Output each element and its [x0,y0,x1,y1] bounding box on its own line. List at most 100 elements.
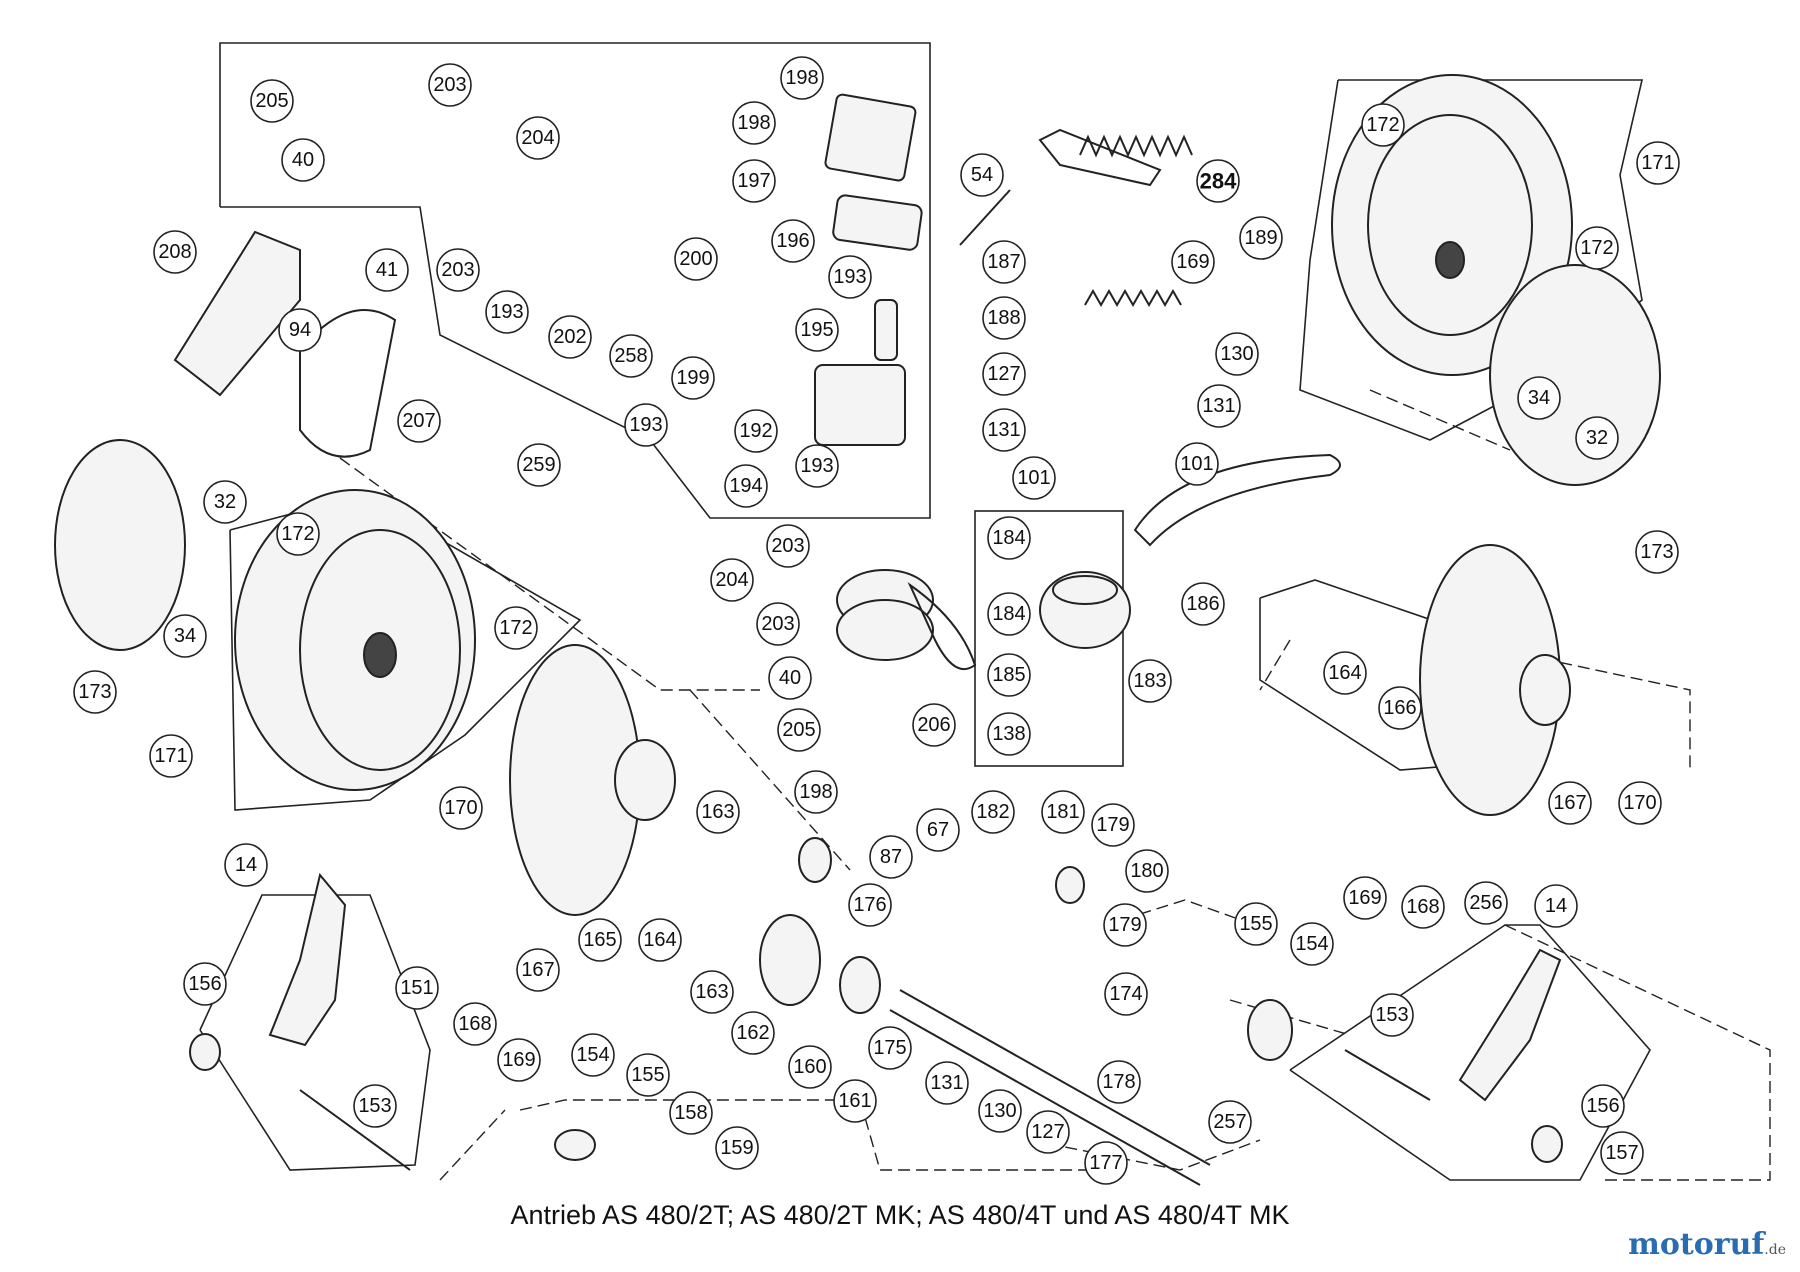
callout-203: 203 [428,63,472,107]
callout-194: 194 [724,464,768,508]
callout-87: 87 [869,835,913,879]
callout-153: 153 [353,1084,397,1128]
svg-text:127: 127 [987,363,1020,385]
svg-text:203: 203 [771,535,804,557]
svg-text:156: 156 [188,973,221,995]
svg-text:184: 184 [992,527,1025,549]
callout-186: 186 [1181,582,1225,626]
svg-text:34: 34 [174,625,196,647]
callout-40: 40 [281,138,325,182]
svg-text:94: 94 [289,319,311,341]
brand-logo[interactable]: motoruf.de [1628,1227,1786,1262]
callout-193: 193 [795,444,839,488]
callout-256: 256 [1464,881,1508,925]
svg-text:196: 196 [776,230,809,252]
callout-32: 32 [203,480,247,524]
svg-text:172: 172 [499,617,532,639]
svg-text:184: 184 [992,603,1025,625]
svg-text:14: 14 [235,854,257,876]
svg-text:159: 159 [720,1137,753,1159]
callout-178: 178 [1097,1060,1141,1104]
callout-193: 193 [828,255,872,299]
callout-155: 155 [1234,902,1278,946]
callout-183: 183 [1128,659,1172,703]
gearbox [814,364,906,446]
lever-256 [1458,948,1562,1102]
callout-192: 192 [734,409,778,453]
callout-168: 168 [1401,885,1445,929]
callout-193: 193 [624,403,668,447]
callout-197: 197 [732,159,776,203]
svg-text:180: 180 [1130,860,1163,882]
svg-text:131: 131 [987,419,1020,441]
callout-167: 167 [516,948,560,992]
svg-text:167: 167 [1553,792,1586,814]
svg-text:202: 202 [553,326,586,348]
callout-162: 162 [731,1011,775,1055]
callout-170: 170 [439,786,483,830]
svg-text:203: 203 [433,74,466,96]
callout-131: 131 [925,1061,969,1105]
svg-text:173: 173 [78,681,111,703]
svg-text:54: 54 [971,164,993,186]
svg-text:284: 284 [1200,169,1237,194]
callout-203: 203 [766,524,810,568]
svg-text:186: 186 [1186,593,1219,615]
svg-text:169: 169 [1176,251,1209,273]
callout-284: 284 [1196,159,1240,203]
svg-text:197: 197 [737,170,770,192]
callout-173: 173 [1635,530,1679,574]
svg-text:170: 170 [1623,792,1656,814]
callout-203: 203 [436,248,480,292]
callout-67: 67 [916,808,960,852]
callout-164: 164 [638,918,682,962]
callout-163: 163 [690,970,734,1014]
callout-172: 172 [276,512,320,556]
callout-161: 161 [833,1079,877,1123]
svg-text:193: 193 [490,301,523,323]
svg-text:165: 165 [583,929,616,951]
callout-205: 205 [250,79,294,123]
callout-202: 202 [548,315,592,359]
svg-text:151: 151 [400,977,433,999]
svg-text:198: 198 [737,112,770,134]
callout-127: 127 [1026,1110,1070,1154]
svg-text:259: 259 [522,454,555,476]
callout-179: 179 [1103,903,1147,947]
callout-165: 165 [578,918,622,962]
svg-text:185: 185 [992,664,1025,686]
svg-text:187: 187 [987,251,1020,273]
svg-text:181: 181 [1046,801,1079,823]
svg-text:161: 161 [838,1090,871,1112]
svg-text:172: 172 [1580,237,1613,259]
spring-284 [1079,134,1193,158]
svg-text:176: 176 [853,894,886,916]
callout-163: 163 [696,790,740,834]
svg-text:138: 138 [992,723,1025,745]
callout-207: 207 [397,399,441,443]
callout-182: 182 [971,790,1015,834]
svg-text:179: 179 [1108,914,1141,936]
callout-34: 34 [163,614,207,658]
callout-258: 258 [609,334,653,378]
callout-157: 157 [1600,1131,1644,1175]
svg-text:168: 168 [1406,896,1439,918]
svg-text:169: 169 [1348,887,1381,909]
svg-text:198: 198 [799,781,832,803]
callout-189: 189 [1239,216,1283,260]
callout-101: 101 [1012,456,1056,500]
svg-text:167: 167 [521,959,554,981]
svg-text:40: 40 [292,149,314,171]
svg-text:182: 182 [976,801,1009,823]
svg-text:205: 205 [255,90,288,112]
callout-155: 155 [626,1053,670,1097]
svg-text:193: 193 [800,455,833,477]
svg-text:208: 208 [158,241,191,263]
callout-204: 204 [516,116,560,160]
svg-text:193: 193 [833,266,866,288]
callout-32: 32 [1575,416,1619,460]
axle-257 [899,989,1211,1166]
svg-text:131: 131 [930,1072,963,1094]
callout-164: 164 [1323,651,1367,695]
